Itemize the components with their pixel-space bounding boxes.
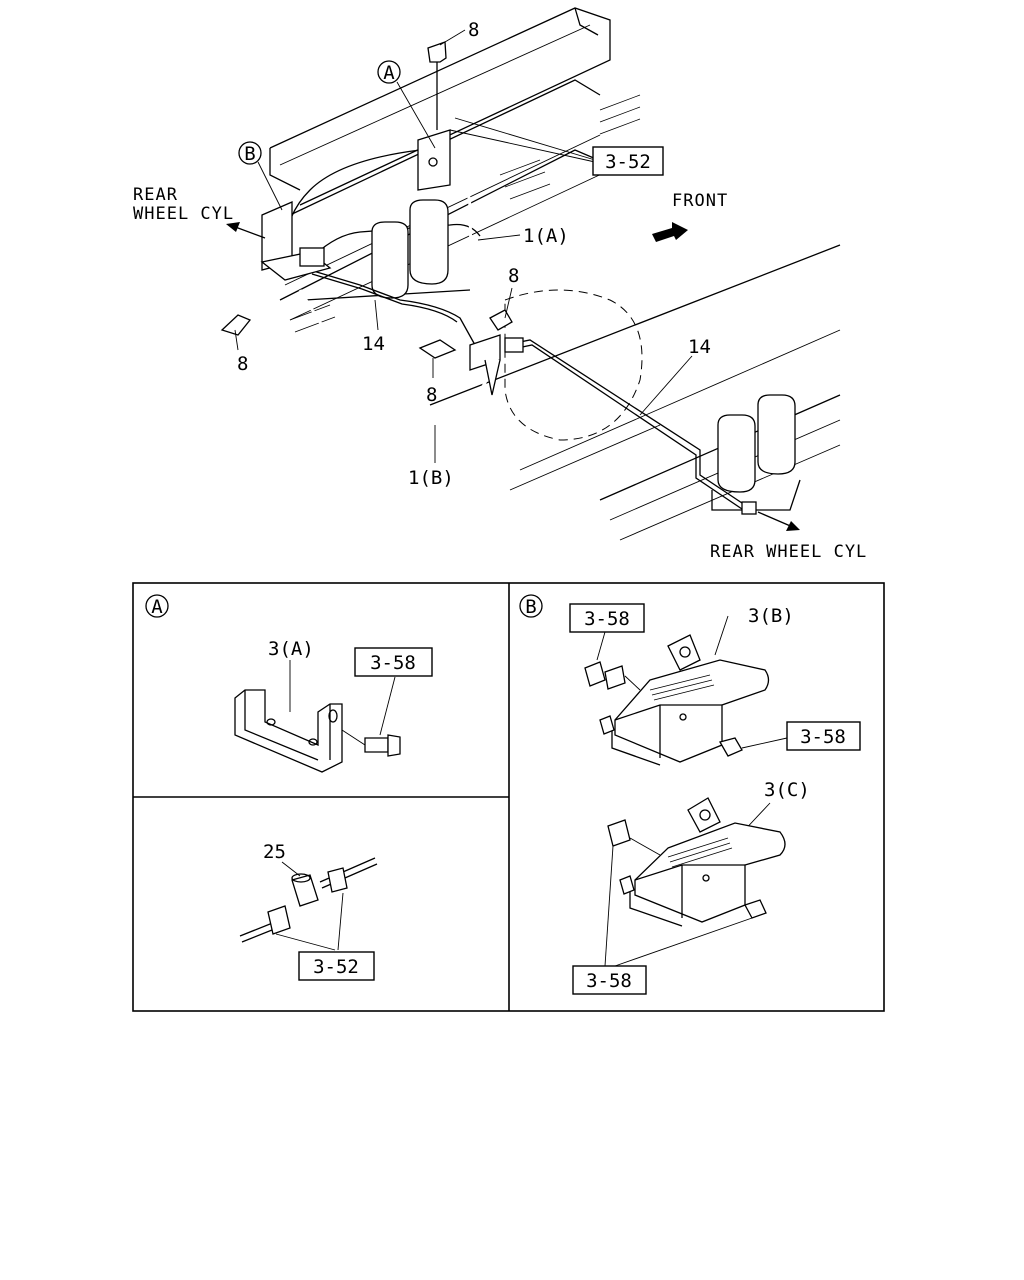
- part-3b: 3(B): [748, 605, 794, 627]
- bracket-3a: [234, 689, 343, 773]
- panel-b-callout: B: [525, 596, 536, 618]
- fittings-and-brackets: [260, 129, 757, 515]
- callout-b-marker: B: [238, 141, 262, 165]
- rear-wheel-cyl-left-line2: WHEEL CYL: [133, 204, 234, 224]
- part-1a: 1(A): [523, 225, 569, 247]
- arrows: [226, 222, 800, 531]
- rear-axle-housing: [299, 199, 801, 511]
- part-8-top: 8: [468, 19, 479, 41]
- bolt-3-58-c: [607, 819, 661, 856]
- part-14-right: 14: [688, 336, 711, 358]
- panel-b-ref-3-58-top: 3-58: [584, 608, 630, 630]
- nut-3-58-c: [744, 899, 767, 919]
- nut-3-58-b-mid: [719, 737, 743, 757]
- panel-c-ref-3-52: 3-52: [313, 956, 359, 978]
- bracket-3b: [611, 634, 770, 766]
- coupling-25: [291, 873, 319, 907]
- part-3a: 3(A): [268, 638, 314, 660]
- callout-a-marker: A: [377, 60, 401, 84]
- callout-b-label: B: [244, 143, 255, 165]
- bolt-3-58-a: [341, 729, 401, 757]
- part-1b: 1(B): [408, 467, 454, 489]
- bracket-3c: [629, 797, 786, 927]
- part-8-mid: 8: [426, 384, 437, 406]
- bolt-3-58-b-top: [584, 661, 641, 691]
- rear-wheel-cyl-left-line1: REAR: [133, 185, 178, 205]
- front-arrow-icon: [652, 222, 688, 242]
- front-label: FRONT: [672, 191, 728, 211]
- part-14-left: 14: [362, 333, 385, 355]
- panel-a: A 3(A) 3-58: [145, 594, 433, 773]
- part-25: 25: [263, 841, 286, 863]
- rear-wheel-cyl-right: REAR WHEEL CYL: [710, 542, 867, 562]
- leader-lines: [234, 29, 693, 463]
- panel-a-ref-3-58: 3-58: [370, 652, 416, 674]
- part-8-right: 8: [508, 265, 519, 287]
- detail-panels-frame: [132, 582, 885, 1012]
- panel-b: B 3-58 3(B) 3-58 3(C): [519, 594, 861, 995]
- panel-c: 25 3-52: [239, 841, 378, 981]
- clips: [220, 41, 513, 359]
- callout-a-label: A: [383, 62, 395, 84]
- panel-b-ref-3-58-bottom: 3-58: [586, 970, 632, 992]
- part-3c: 3(C): [764, 779, 810, 801]
- ref-3-52-main-box: 3-52: [592, 146, 664, 176]
- panel-a-callout: A: [151, 596, 163, 618]
- panel-b-ref-3-58-mid: 3-58: [800, 726, 846, 748]
- part-8-left: 8: [237, 353, 248, 375]
- ref-3-52-main: 3-52: [605, 151, 651, 173]
